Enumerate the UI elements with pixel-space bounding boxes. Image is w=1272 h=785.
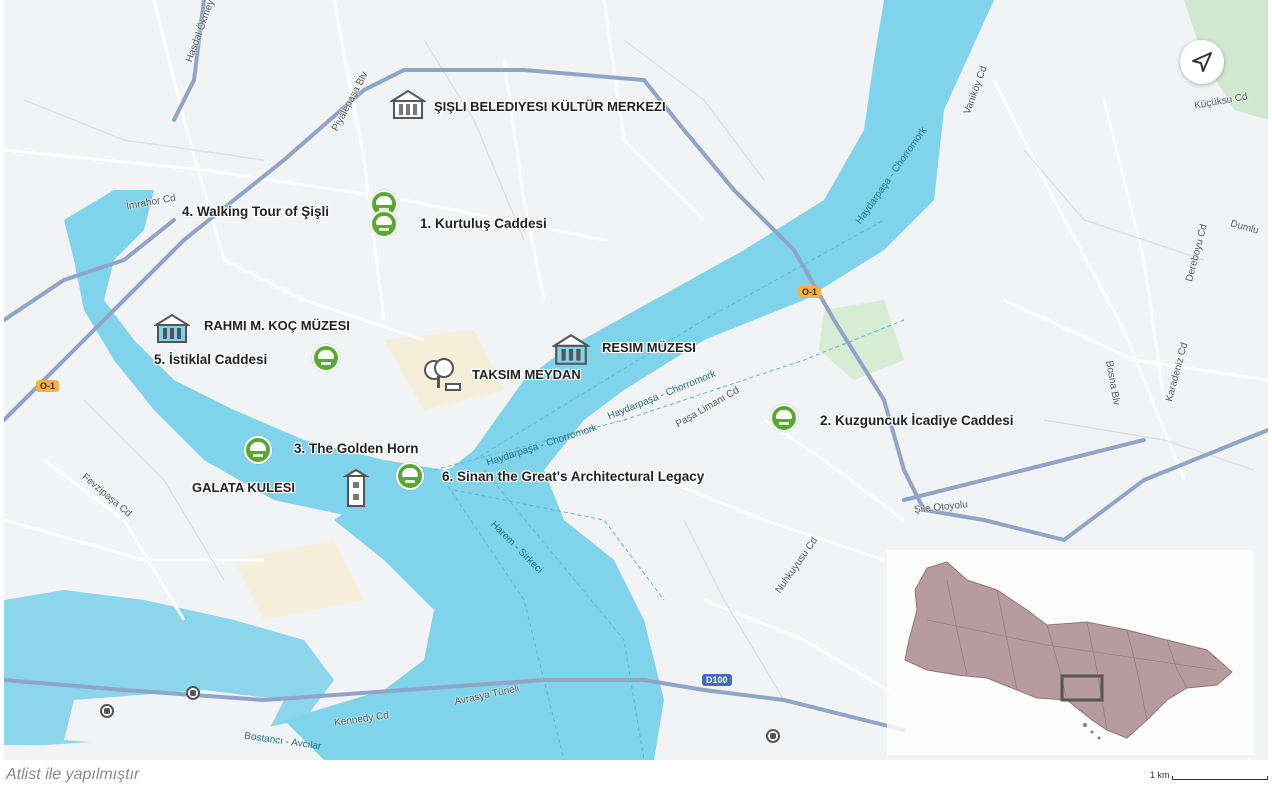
metro-station-icon[interactable]	[766, 729, 780, 743]
map-canvas[interactable]: İmrahor Cd Hasdal Ökmeydanı Bağl Piyalep…	[4, 0, 1268, 760]
museum-building-icon[interactable]	[154, 310, 190, 346]
museum-building-icon[interactable]	[390, 86, 426, 122]
map-base-layer	[4, 0, 1268, 760]
tour-label-2[interactable]: 2. Kuzguncuk İcadiye Caddesi	[820, 413, 1014, 428]
tour-badge-icon[interactable]	[244, 436, 272, 464]
tour-badge-icon[interactable]	[770, 404, 798, 432]
museum-building-icon[interactable]	[552, 330, 590, 368]
locate-me-button[interactable]	[1180, 40, 1224, 84]
tour-label-6[interactable]: 6. Sinan the Great's Architectural Legac…	[442, 469, 705, 484]
istanbul-region-shape	[904, 561, 1233, 740]
tour-label-3[interactable]: 3. The Golden Horn	[294, 441, 419, 456]
place-label-resim-museum[interactable]: RESIM MÜZESI	[602, 340, 696, 355]
place-label-galata-tower[interactable]: GALATA KULESI	[192, 480, 296, 495]
tour-badge-icon[interactable]	[312, 344, 340, 372]
tour-badge-icon[interactable]	[396, 462, 424, 490]
road-shield-o1-west: O-1	[36, 380, 60, 392]
navigation-arrow-icon	[1192, 52, 1212, 72]
tower-icon[interactable]	[342, 468, 370, 508]
place-label-sisli-culture-center[interactable]: ŞIŞLI BELEDIYESI KÜLTÜR MERKEZI	[434, 99, 666, 114]
road-shield-d100: D100	[702, 674, 732, 686]
place-label-taksim-square[interactable]: TAKSIM MEYDAN	[472, 367, 581, 382]
golden-horn-water	[64, 190, 484, 515]
metro-station-icon[interactable]	[100, 704, 114, 718]
scale-label: 1 km	[1150, 770, 1170, 780]
road-shield-o1: O-1	[798, 286, 822, 298]
metro-station-icon[interactable]	[186, 686, 200, 700]
tree-park-icon[interactable]	[420, 356, 462, 394]
attribution-text[interactable]: Atlist ile yapılmıştır	[6, 766, 140, 783]
tour-label-1[interactable]: 1. Kurtuluş Caddesi	[420, 216, 547, 231]
tour-badge-icon[interactable]	[370, 210, 398, 238]
inset-locator-map	[887, 550, 1254, 755]
bosphorus-water	[284, 0, 994, 760]
place-label-rahmi-koc-museum[interactable]: RAHMI M. KOÇ MÜZESI	[204, 318, 350, 333]
tour-label-4[interactable]: 4. Walking Tour of Şişli	[182, 204, 330, 219]
scale-bar	[1172, 776, 1268, 780]
tour-label-5[interactable]: 5. İstiklal Caddesi	[154, 352, 268, 367]
inset-viewport-marker	[1060, 674, 1104, 702]
